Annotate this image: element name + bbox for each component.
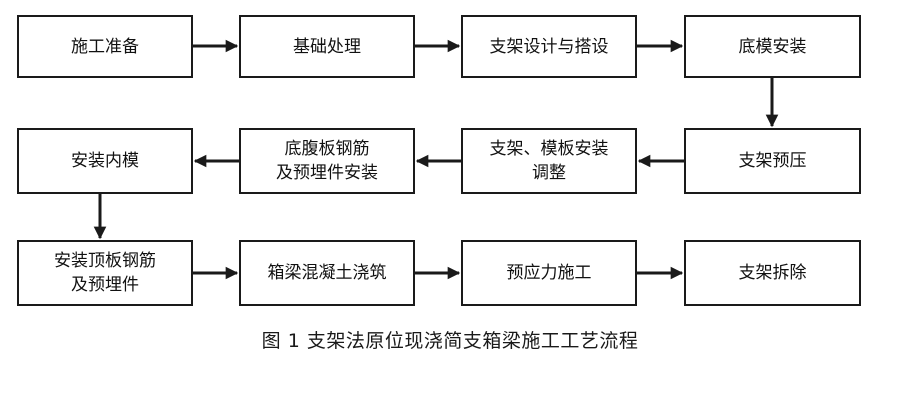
step-top-slab-rebar-embedded-parts: 安装顶板钢筋 及预埋件: [17, 240, 193, 306]
figure-caption: 图 1 支架法原位现浇简支箱梁施工工艺流程: [261, 330, 639, 352]
step-support-removal: 支架拆除: [684, 240, 861, 306]
step-support-design-erection: 支架设计与搭设: [461, 15, 637, 78]
step-bottom-formwork-installation: 底模安装: [684, 15, 861, 78]
step-support-formwork-adjustment: 支架、模板安装 调整: [461, 128, 637, 194]
step-prestress-construction: 预应力施工: [461, 240, 637, 306]
step-foundation-treatment: 基础处理: [239, 15, 415, 78]
step-support-preloading: 支架预压: [684, 128, 861, 194]
step-inner-formwork-installation: 安装内模: [17, 128, 193, 194]
step-construction-preparation: 施工准备: [17, 15, 193, 78]
step-bottom-web-rebar-embedded-parts: 底腹板钢筋 及预埋件安装: [239, 128, 415, 194]
step-box-girder-concrete-pouring: 箱梁混凝土浇筑: [239, 240, 415, 306]
